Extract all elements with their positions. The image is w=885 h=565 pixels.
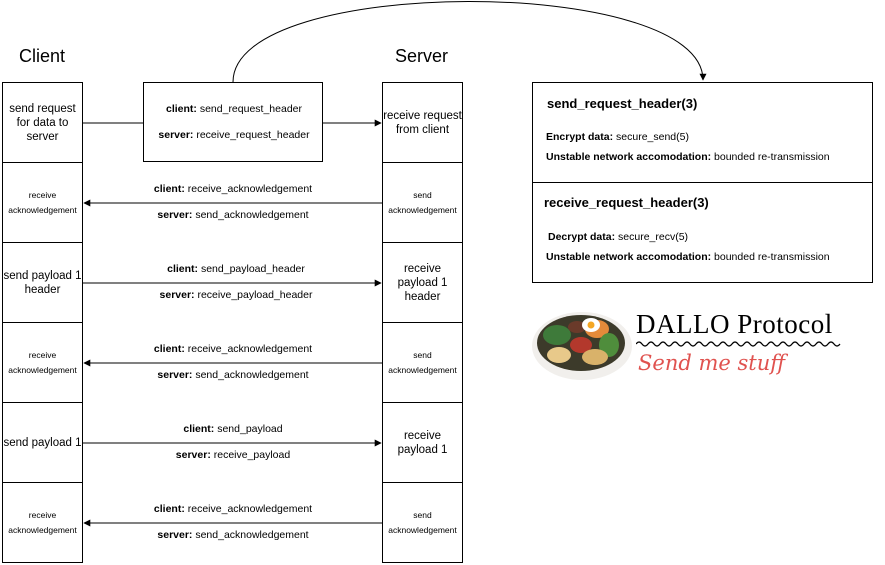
receive-panel-title: receive_request_header(3) xyxy=(544,195,709,210)
client-step-text: send request for data to server xyxy=(9,102,76,143)
message-client-label: client: receive_acknowledgement xyxy=(151,183,315,195)
server-step-box: receive payload 1 xyxy=(382,402,463,483)
server-column-title: Server xyxy=(395,46,449,66)
message-client-label: client: send_payload_header xyxy=(165,263,307,275)
server-step-box: send acknowledgement xyxy=(382,162,463,243)
client-column-title: Client xyxy=(19,46,66,66)
message-client-label: client: receive_acknowledgement xyxy=(151,343,315,355)
server-step-text: receive payload 1 header xyxy=(397,262,448,303)
server-step-box: send acknowledgement xyxy=(382,322,463,403)
client-step-box: send payload 1 header xyxy=(2,242,83,323)
client-step-text: send payload 1 header xyxy=(3,269,82,296)
request-server-label: server: receive_request_header xyxy=(158,129,310,141)
receive-panel-network-line: Unstable network accomodation: bounded r… xyxy=(546,251,830,263)
receive-request-header-panel: receive_request_header(3) Decrypt data: … xyxy=(532,182,873,283)
request-client-label: client: send_request_header xyxy=(165,103,303,115)
send-panel-network-line: Unstable network accomodation: bounded r… xyxy=(546,151,830,163)
message-server-label: server: send_acknowledgement xyxy=(155,369,311,381)
client-step-box: receive acknowledgement xyxy=(2,162,83,243)
client-step-box: send request for data to server xyxy=(2,82,83,163)
receive-panel-decrypt-line: Decrypt data: secure_recv(5) xyxy=(548,231,689,243)
send-request-header-panel: send_request_header(3) Encrypt data: sec… xyxy=(532,82,873,183)
message-client-label: client: receive_acknowledgement xyxy=(151,503,315,515)
message-server-label: server: receive_payload_header xyxy=(157,289,315,301)
send-panel-encrypt-line: Encrypt data: secure_send(5) xyxy=(546,131,689,143)
message-server-label: server: send_acknowledgement xyxy=(155,529,311,541)
client-step-text: receive acknowledgement xyxy=(8,509,77,535)
brand-title: DALLO Protocol xyxy=(636,309,833,339)
message-server-label: server: receive_payload xyxy=(173,449,293,461)
curved-connector-arrow xyxy=(232,1,707,83)
server-step-box: receive payload 1 header xyxy=(382,242,463,323)
client-step-text: send payload 1 xyxy=(3,436,82,449)
client-step-box: receive acknowledgement xyxy=(2,482,83,563)
message-server-label: server: send_acknowledgement xyxy=(155,209,311,221)
client-step-box: receive acknowledgement xyxy=(2,322,83,403)
send-panel-title: send_request_header(3) xyxy=(547,96,698,111)
bibimbap-bowl-icon xyxy=(532,312,632,380)
client-step-text: receive acknowledgement xyxy=(8,349,77,375)
server-step-box: receive request from client xyxy=(382,82,463,163)
server-step-text: send acknowledgement xyxy=(388,349,457,375)
server-step-text: receive request from client xyxy=(383,109,462,136)
client-step-box: send payload 1 xyxy=(2,402,83,483)
message-client-label: client: send_payload xyxy=(181,423,285,435)
wavy-underline xyxy=(636,341,841,347)
server-step-box: send acknowledgement xyxy=(382,482,463,563)
request-header-box: client: send_request_header server: rece… xyxy=(143,82,323,162)
client-step-text: receive acknowledgement xyxy=(8,189,77,215)
server-step-text: receive payload 1 xyxy=(397,429,448,456)
server-step-text: send acknowledgement xyxy=(388,509,457,535)
brand-tagline: Send me stuff xyxy=(638,351,786,375)
server-step-text: send acknowledgement xyxy=(388,189,457,215)
